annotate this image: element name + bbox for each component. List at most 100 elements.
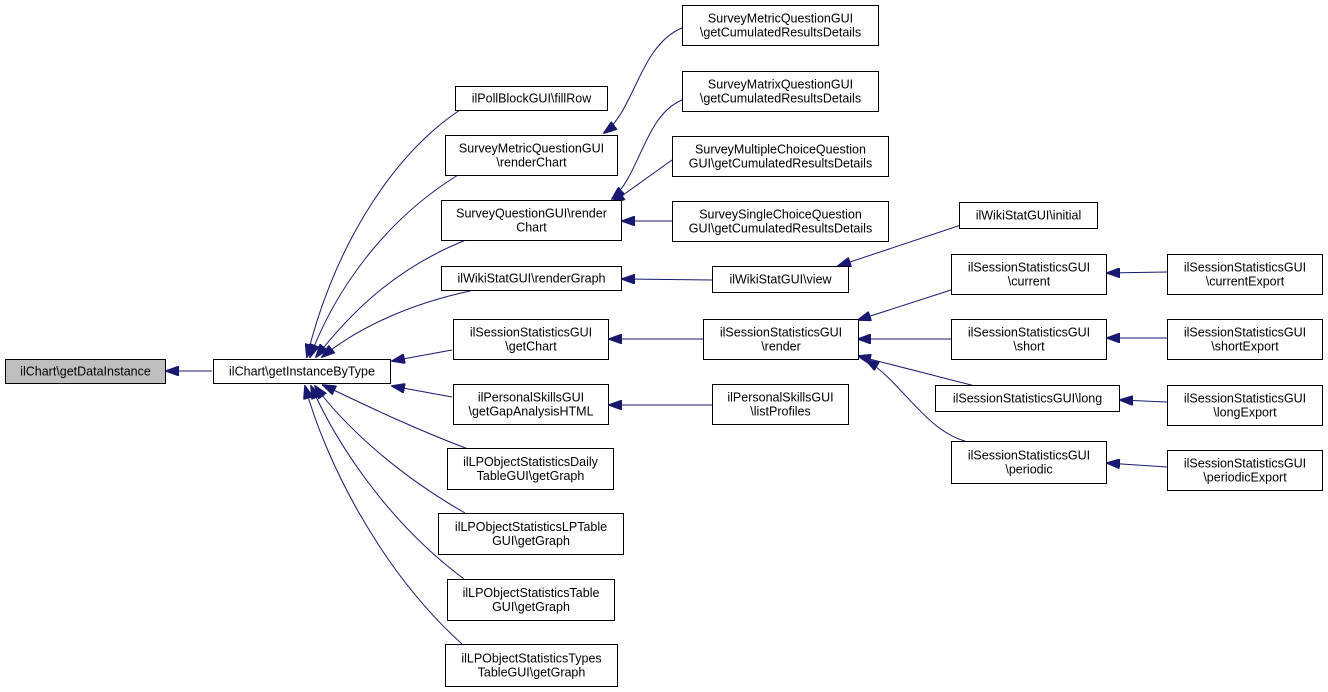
node-label-line: \short — [1013, 340, 1045, 354]
node-label-line: \periodic — [1005, 463, 1052, 477]
node-label-line: ilWikiStatGUI\renderGraph — [458, 272, 606, 286]
node-label-line: SurveyQuestionGUI\render — [456, 207, 607, 221]
graph-node-n5[interactable]: ilWikiStatGUI\renderGraph — [441, 266, 622, 291]
node-box — [445, 135, 618, 176]
node-label-line: \getChart — [505, 340, 557, 354]
graph-node-n20[interactable]: ilSessionStatisticsGUI\current — [951, 254, 1107, 295]
edge-n11-to-n1 — [305, 386, 463, 645]
graph-node-n26[interactable]: ilSessionStatisticsGUI\longExport — [1167, 385, 1323, 426]
graph-node-n8[interactable]: ilLPObjectStatisticsDailyTableGUI\getGra… — [447, 448, 614, 490]
node-label-line: SurveySingleChoiceQuestion — [699, 208, 862, 222]
node-label-line: SurveyMetricQuestionGUI — [459, 142, 604, 156]
edge-n8-to-n1 — [323, 385, 469, 450]
node-label-line: ilWikiStatGUI\view — [729, 273, 832, 287]
node-label-line: TableGUI\getGraph — [478, 666, 586, 680]
node-label-line: ilSessionStatisticsGUI\long — [953, 392, 1102, 406]
graph-node-n12[interactable]: SurveyMetricQuestionGUI\getCumulatedResu… — [682, 5, 879, 46]
node-label-line: Chart — [516, 221, 547, 235]
node-label-line: \current — [1008, 275, 1051, 289]
edge-n23-to-n17 — [866, 360, 966, 442]
graph-node-n22[interactable]: ilSessionStatisticsGUI\long — [935, 385, 1120, 412]
node-label-line: \render — [761, 340, 801, 354]
graph-node-n23[interactable]: ilSessionStatisticsGUI\periodic — [951, 441, 1107, 484]
node-label-line: \renderChart — [496, 156, 567, 170]
node-label-line: ilSessionStatisticsGUI — [720, 326, 842, 340]
node-box — [445, 644, 618, 687]
edge-n19-to-n16 — [838, 224, 962, 266]
node-label-line: \getCumulatedResultsDetails — [700, 92, 861, 106]
graph-node-n3[interactable]: SurveyMetricQuestionGUI\renderChart — [445, 135, 618, 176]
node-label-line: ilLPObjectStatisticsTable — [463, 586, 600, 600]
node-box — [441, 200, 622, 241]
node-box — [441, 266, 622, 291]
node-box — [935, 385, 1120, 412]
node-box — [951, 319, 1107, 360]
edge-n22-to-n17 — [858, 356, 976, 387]
node-box — [951, 441, 1107, 484]
node-box — [712, 384, 849, 425]
nodes-layer: ilChart\getDataInstance ilChart\getInstan… — [5, 5, 1323, 687]
edge-n7-to-n1 — [392, 386, 453, 398]
node-label-line: \periodicExport — [1203, 471, 1287, 485]
graph-node-n1[interactable]: ilChart\getInstanceByType — [213, 359, 391, 384]
graph-node-n2[interactable]: ilPollBlockGUI\fillRow — [455, 86, 608, 111]
node-label-line: ilSessionStatisticsGUI — [1184, 261, 1306, 275]
node-label-line: ilSessionStatisticsGUI — [1184, 457, 1306, 471]
node-box — [672, 136, 889, 177]
node-label-line: \getGapAnalysisHTML — [468, 405, 593, 419]
node-label-line: ilSessionStatisticsGUI — [1184, 326, 1306, 340]
edge-n16-to-n5 — [622, 279, 713, 280]
graph-node-n7[interactable]: ilPersonalSkillsGUI\getGapAnalysisHTML — [453, 384, 609, 425]
graph-node-n14[interactable]: SurveyMultipleChoiceQuestionGUI\getCumul… — [672, 136, 889, 177]
node-box — [438, 513, 624, 555]
node-label-line: SurveyMatrixQuestionGUI — [708, 78, 853, 92]
edge-n26-to-n22 — [1120, 400, 1168, 402]
graph-node-n11[interactable]: ilLPObjectStatisticsTypesTableGUI\getGra… — [445, 644, 618, 687]
graph-node-n13[interactable]: SurveyMatrixQuestionGUI\getCumulatedResu… — [682, 71, 879, 112]
node-label-line: GUI\getGraph — [492, 534, 570, 548]
node-box — [703, 319, 859, 360]
edge-n4-to-n1 — [316, 239, 467, 357]
node-label-line: ilChart\getDataInstance — [20, 365, 151, 379]
node-label-line: ilLPObjectStatisticsDaily — [463, 455, 599, 469]
node-label-line: \currentExport — [1206, 275, 1285, 289]
graph-node-n6[interactable]: ilSessionStatisticsGUI\getChart — [453, 319, 609, 360]
node-label-line: ilPollBlockGUI\fillRow — [472, 92, 592, 106]
node-label-line: ilLPObjectStatisticsLPTable — [455, 520, 607, 534]
edges-layer — [166, 27, 1168, 645]
node-box — [712, 266, 849, 293]
node-label-line: TableGUI\getGraph — [477, 469, 585, 483]
node-box — [672, 201, 889, 242]
graph-node-n19[interactable]: ilWikiStatGUI\initial — [959, 202, 1098, 229]
node-box — [447, 448, 614, 490]
graph-node-n4[interactable]: SurveyQuestionGUI\renderChart — [441, 200, 622, 241]
node-box — [1167, 254, 1323, 295]
node-box — [1167, 385, 1323, 426]
node-label-line: \longExport — [1213, 406, 1277, 420]
node-box — [682, 5, 879, 46]
graph-node-n18[interactable]: ilPersonalSkillsGUI\listProfiles — [712, 384, 849, 425]
edge-n10-to-n1 — [311, 386, 465, 580]
graph-node-n25[interactable]: ilSessionStatisticsGUI\shortExport — [1167, 319, 1323, 360]
node-label-line: SurveyMultipleChoiceQuestion — [695, 143, 866, 157]
graph-node-n15[interactable]: SurveySingleChoiceQuestionGUI\getCumulat… — [672, 201, 889, 242]
node-box — [682, 71, 879, 112]
edge-n2-to-n1 — [307, 109, 461, 357]
graph-node-n17[interactable]: ilSessionStatisticsGUI\render — [703, 319, 859, 360]
graph-node-n24[interactable]: ilSessionStatisticsGUI\currentExport — [1167, 254, 1323, 295]
node-box — [453, 384, 609, 425]
node-label-line: ilSessionStatisticsGUI — [1184, 392, 1306, 406]
node-box — [1167, 450, 1323, 491]
edge-n3-to-n1 — [310, 174, 459, 357]
node-label-line: ilPersonalSkillsGUI — [727, 391, 833, 405]
graph-node-n27[interactable]: ilSessionStatisticsGUI\periodicExport — [1167, 450, 1323, 491]
graph-node-n16[interactable]: ilWikiStatGUI\view — [712, 266, 849, 293]
edge-n5-to-n1 — [322, 290, 471, 357]
node-box — [5, 359, 166, 384]
edge-n13-to-n4 — [612, 99, 683, 199]
edge-n27-to-n23 — [1107, 463, 1168, 467]
edge-n12-to-n3 — [604, 27, 683, 133]
graph-node-n21[interactable]: ilSessionStatisticsGUI\short — [951, 319, 1107, 360]
